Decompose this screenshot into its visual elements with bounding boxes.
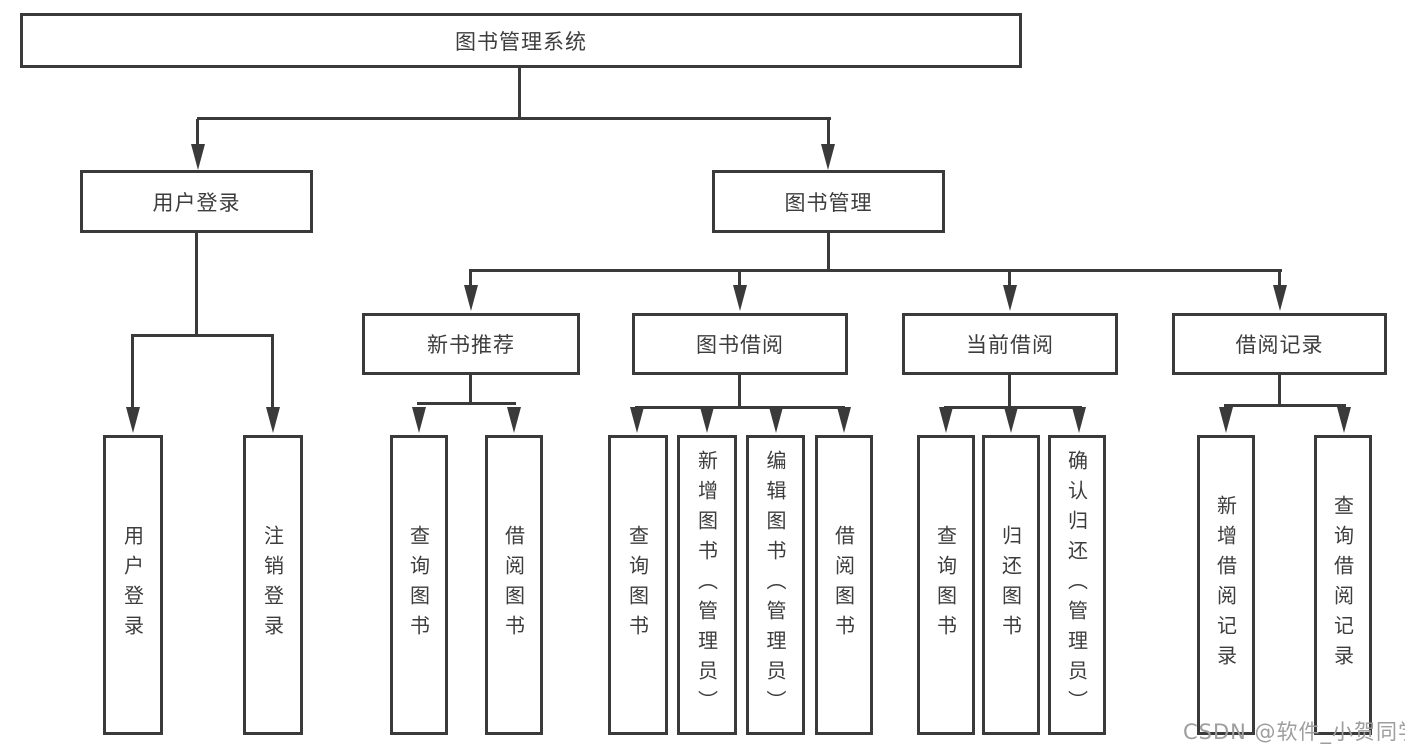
arrow-to-cu-confirm <box>1072 407 1086 433</box>
arrow-to-cu-query <box>939 407 953 433</box>
node-nb-query-label: 查询图书 <box>406 525 431 645</box>
node-br-edit-vertical: 编辑图书（管理员） <box>746 435 805 735</box>
connector-current-stem <box>1008 375 1011 408</box>
node-root-label: 图书管理系统 <box>455 29 587 54</box>
node-br-borrow-vertical: 借阅图书 <box>815 435 873 735</box>
node-br-edit-label: 编辑图书（管理员） <box>763 450 787 720</box>
arrow-to-borrowing <box>733 285 747 311</box>
node-new-books-label: 新书推荐 <box>427 333 515 357</box>
arrow-to-book-mgmt <box>821 144 835 170</box>
node-logout-vertical: 注销登录 <box>243 435 303 735</box>
connector-records-stem <box>1278 375 1281 406</box>
node-nb-borrow-label: 借阅图书 <box>501 525 526 645</box>
node-br-add-label: 新增图书（管理员） <box>694 450 719 720</box>
connector-newbooks-hbar <box>417 402 516 405</box>
connector-root-hbar <box>197 117 831 120</box>
node-borrowing-label: 图书借阅 <box>696 333 784 357</box>
arrow-to-br-borrow <box>837 407 851 433</box>
connector-borrowing-stem <box>738 375 741 408</box>
arrow-to-nb-borrow <box>507 407 521 433</box>
connector-records-hbar <box>1224 404 1346 407</box>
connector-current-shaft <box>1008 271 1011 289</box>
connector-records-shaft <box>1278 271 1281 289</box>
connector-borrowing-hbar <box>635 406 845 409</box>
connector-borrowing-shaft <box>738 271 741 289</box>
node-login-label: 用户登录 <box>120 525 145 645</box>
node-br-query-vertical: 查询图书 <box>608 435 668 735</box>
node-cu-confirm-label: 确认归还（管理员） <box>1064 450 1089 720</box>
arrow-to-user-login <box>191 144 205 170</box>
arrow-to-new-books <box>464 285 478 311</box>
connector-login-child2-shaft <box>271 336 274 410</box>
arrow-to-cu-return <box>1004 407 1018 433</box>
arrow-to-nb-query <box>412 407 426 433</box>
node-cu-query-label: 查询图书 <box>933 525 958 645</box>
node-current-label: 当前借阅 <box>966 333 1054 357</box>
connector-login-stem <box>195 233 198 335</box>
connector-newbooks-shaft <box>469 271 472 289</box>
arrow-to-current <box>1003 285 1017 311</box>
connector-root-stem <box>518 68 521 119</box>
node-cu-return-label: 归还图书 <box>998 525 1023 645</box>
arrow-to-records <box>1273 285 1287 311</box>
node-user-login: 用户登录 <box>80 170 313 233</box>
node-records: 借阅记录 <box>1172 313 1387 375</box>
node-logout-label: 注销登录 <box>260 525 285 645</box>
node-borrowing: 图书借阅 <box>632 313 848 375</box>
node-user-login-label: 用户登录 <box>152 190 241 215</box>
node-current: 当前借阅 <box>902 313 1118 375</box>
arrow-to-re-query <box>1337 407 1351 433</box>
arrow-to-br-add <box>700 407 714 433</box>
node-cu-confirm-vertical: 确认归还（管理员） <box>1048 435 1106 735</box>
node-re-query-vertical: 查询借阅记录 <box>1314 435 1372 735</box>
node-nb-query-vertical: 查询图书 <box>390 435 448 735</box>
csdn-watermark: CSDN @软件_小贺同学 <box>1183 720 1405 744</box>
arrow-to-br-edit <box>769 407 783 433</box>
node-nb-borrow-vertical: 借阅图书 <box>485 435 543 735</box>
arrow-to-br-query <box>630 407 644 433</box>
arrow-to-login <box>126 407 140 433</box>
arrow-to-logout <box>266 407 280 433</box>
connector-userlogin-shaft <box>196 119 199 147</box>
node-br-query-label: 查询图书 <box>625 525 650 645</box>
node-book-mgmt-label: 图书管理 <box>784 190 873 215</box>
node-re-query-label: 查询借阅记录 <box>1330 495 1355 675</box>
connector-mgmt-stem <box>827 233 830 270</box>
node-cu-return-vertical: 归还图书 <box>982 435 1040 735</box>
connector-login-hbar <box>131 334 274 337</box>
connector-mgmt-hbar <box>469 269 1282 272</box>
node-login-vertical: 用户登录 <box>103 435 163 735</box>
node-new-books: 新书推荐 <box>362 313 580 375</box>
node-re-add-label: 新增借阅记录 <box>1213 495 1238 675</box>
arrow-to-re-add <box>1219 407 1233 433</box>
node-book-mgmt: 图书管理 <box>712 170 945 233</box>
node-br-borrow-label: 借阅图书 <box>831 525 856 645</box>
connector-bookmgmt-shaft <box>827 119 830 147</box>
node-records-label: 借阅记录 <box>1235 333 1324 357</box>
node-root-library-system: 图书管理系统 <box>20 13 1022 68</box>
connector-login-child1-shaft <box>131 336 134 410</box>
node-cu-query-vertical: 查询图书 <box>917 435 975 735</box>
node-br-add-vertical: 新增图书（管理员） <box>677 435 737 735</box>
node-re-add-vertical: 新增借阅记录 <box>1197 435 1255 735</box>
connector-newbooks-stem <box>469 375 472 404</box>
